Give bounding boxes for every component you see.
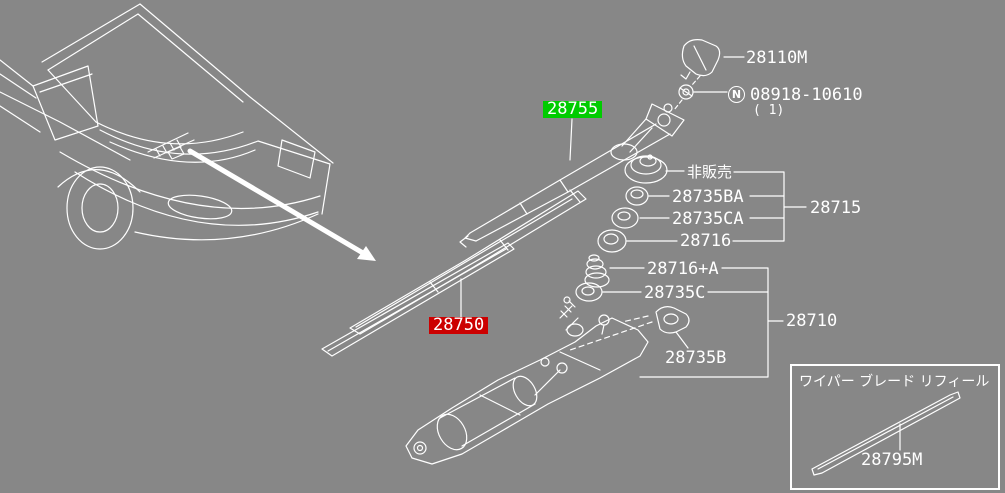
label-drive-assy[interactable]: 28710 bbox=[786, 311, 838, 331]
label-pivot-nut[interactable]: 08918-10610 bbox=[750, 85, 863, 105]
label-pivot-assy[interactable]: 28715 bbox=[810, 198, 862, 218]
label-seal-ca[interactable]: 28735CA bbox=[672, 209, 744, 229]
refill-inset-box: ワイパー ブレード リフィール bbox=[790, 364, 1000, 490]
bracket-lines bbox=[639, 171, 807, 378]
rear-wiper-on-glass bbox=[147, 132, 195, 160]
refill-inset-title: ワイパー ブレード リフィール bbox=[799, 374, 990, 390]
pivot-cap-drawing[interactable] bbox=[680, 39, 721, 80]
location-arrow bbox=[187, 148, 376, 261]
label-seal-c[interactable]: 28735C bbox=[644, 283, 706, 303]
label-refill[interactable]: 28795M bbox=[861, 450, 923, 470]
label-spacer-a[interactable]: 28716+A bbox=[647, 259, 719, 279]
pivot-parts-stack-drawing[interactable] bbox=[575, 118, 668, 302]
label-spacer[interactable]: 28716 bbox=[680, 231, 732, 251]
leader-lines bbox=[460, 56, 901, 451]
motor-assembly-drawing[interactable] bbox=[405, 296, 649, 465]
grommet-drawing[interactable] bbox=[569, 306, 690, 351]
label-wiper-blade-highlighted[interactable]: 28750 bbox=[429, 317, 489, 334]
label-seal-ba[interactable]: 28735BA bbox=[672, 187, 744, 207]
label-grommet-b[interactable]: 28735B bbox=[665, 348, 727, 368]
nut-prefix-circle: N bbox=[728, 86, 745, 103]
label-pivot-nut-qty: ( 1) bbox=[753, 103, 785, 118]
inset-blade-drawing[interactable] bbox=[811, 391, 961, 476]
pivot-nut-drawing[interactable] bbox=[678, 84, 694, 100]
car-illustration bbox=[0, 3, 334, 250]
wiper-blade-drawing[interactable] bbox=[321, 189, 587, 357]
label-cap[interactable]: 28110M bbox=[746, 48, 808, 68]
wiper-arm-drawing[interactable] bbox=[459, 103, 685, 248]
label-wiper-arm-highlighted[interactable]: 28755 bbox=[543, 101, 603, 118]
label-not-for-sale[interactable]: 非販売 bbox=[687, 163, 733, 181]
